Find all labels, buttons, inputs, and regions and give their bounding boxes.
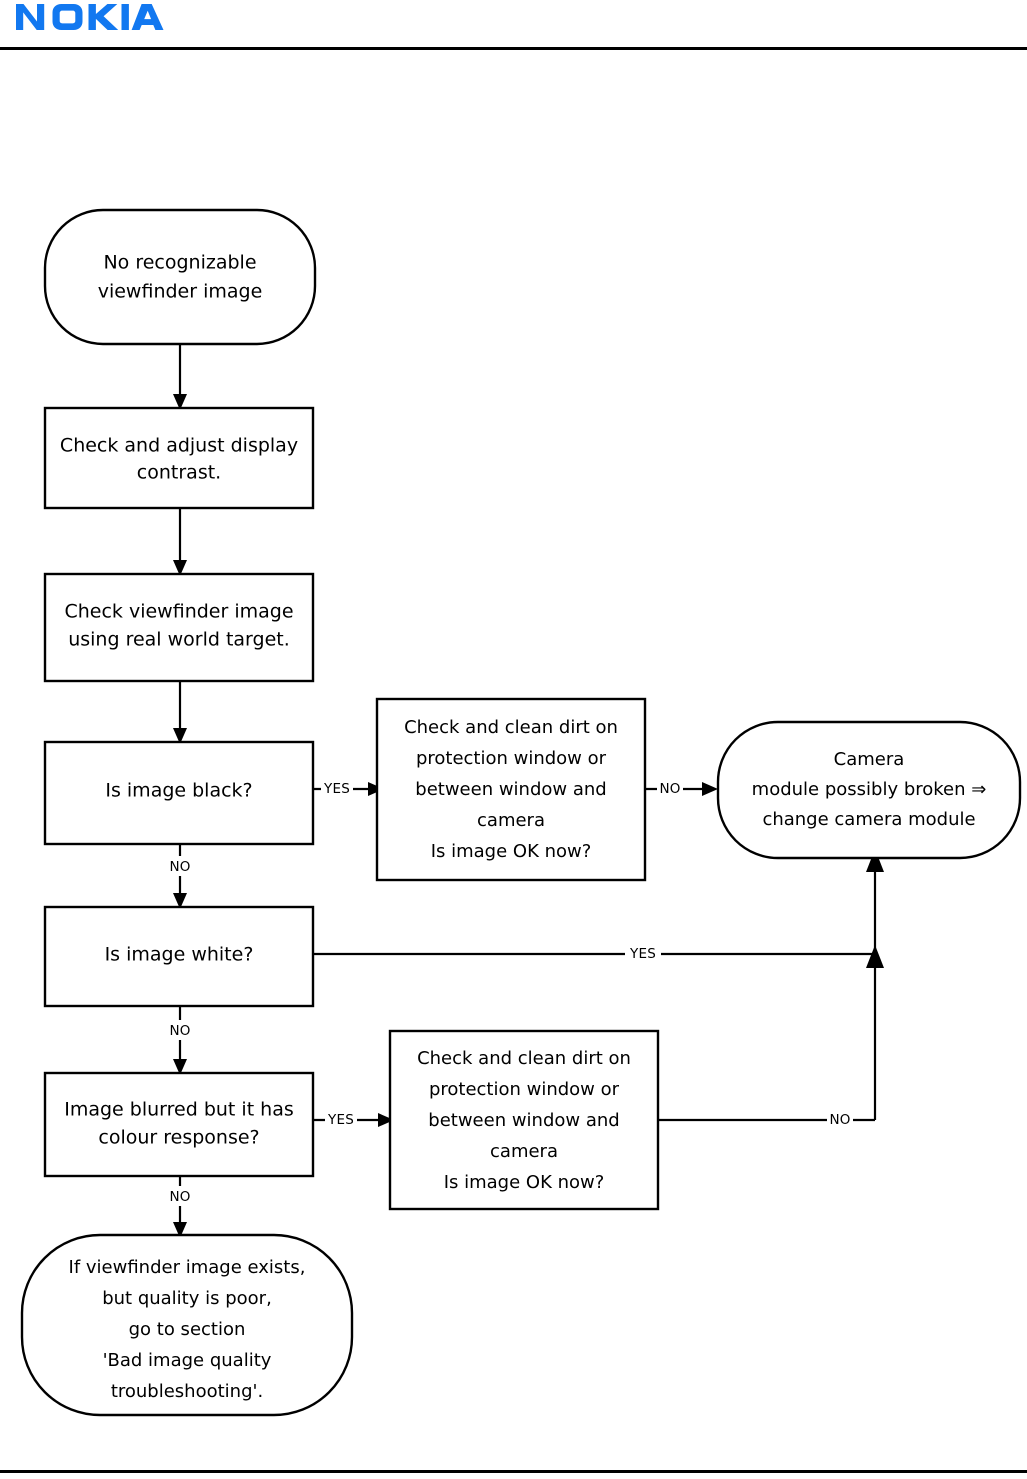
node-camera-module-broken[interactable]: Camera module possibly broken ⇒ change c…	[716, 720, 1022, 860]
node-end-goto-section[interactable]: If viewfinder image exists, but quality …	[20, 1233, 354, 1417]
connector-contrast-to-realworld	[173, 508, 187, 576]
node-check-realworld-line-1: Check viewfinder image	[64, 601, 293, 623]
connector-blurred-no-to-end: NO	[166, 1176, 194, 1238]
node-image-blurred-line-2: colour response?	[98, 1127, 259, 1149]
node-clean-dirt-bottom-line-5: Is image OK now?	[444, 1172, 605, 1193]
connector-realworld-to-black	[173, 681, 187, 744]
node-end-line-3: go to section	[129, 1319, 246, 1340]
connector-black-no-to-white: NO	[166, 844, 194, 909]
edge-label-white-no: NO	[169, 1023, 190, 1039]
node-is-image-black-line-1: Is image black?	[105, 780, 252, 802]
node-end-goto-section-shape	[20, 1233, 354, 1417]
node-clean-dirt-bottom[interactable]: Check and clean dirt on protection windo…	[388, 1029, 660, 1211]
node-clean-dirt-top[interactable]: Check and clean dirt on protection windo…	[375, 697, 647, 882]
flowchart-svg: YES NO NO	[20, 208, 1022, 1417]
node-start-line-2: viewfinder image	[98, 281, 263, 303]
connector-layer: YES NO NO	[166, 344, 884, 1238]
node-clean-dirt-bottom-line-3: between window and	[428, 1110, 619, 1131]
node-check-contrast-shape	[43, 406, 315, 510]
node-camera-module-broken-line-1: Camera	[834, 749, 905, 770]
node-clean-dirt-bottom-line-4: camera	[490, 1141, 558, 1162]
node-start-line-1: No recognizable	[103, 252, 256, 274]
nokia-logo-icon	[16, 4, 164, 31]
node-clean-dirt-top-shape	[375, 697, 647, 882]
node-is-image-white[interactable]: Is image white?	[43, 905, 315, 1008]
node-image-blurred-line-1: Image blurred but it has	[64, 1099, 294, 1121]
connector-start-to-contrast	[173, 344, 187, 410]
node-is-image-white-line-1: Is image white?	[105, 944, 254, 966]
header-divider	[0, 47, 1027, 50]
node-check-realworld[interactable]: Check viewfinder image using real world …	[43, 572, 315, 683]
node-end-line-1: If viewfinder image exists,	[69, 1257, 306, 1278]
edge-label-white-yes: YES	[629, 946, 656, 962]
edge-label-clean-top-no: NO	[659, 781, 680, 797]
node-clean-dirt-top-line-1: Check and clean dirt on	[404, 717, 618, 738]
node-check-realworld-line-2: using real world target.	[68, 629, 290, 651]
page-header	[0, 0, 1027, 56]
edge-label-black-no: NO	[169, 859, 190, 875]
node-camera-module-broken-shape	[716, 720, 1022, 860]
node-check-contrast-line-2: contrast.	[137, 462, 221, 484]
node-clean-dirt-bottom-line-2: protection window or	[429, 1079, 620, 1100]
node-clean-dirt-bottom-line-1: Check and clean dirt on	[417, 1048, 631, 1069]
node-check-realworld-shape	[43, 572, 315, 683]
connector-white-no-to-blurred: NO	[166, 1006, 194, 1075]
node-image-blurred[interactable]: Image blurred but it has colour response…	[43, 1071, 315, 1178]
edge-label-blurred-no: NO	[169, 1189, 190, 1205]
node-camera-module-broken-line-2: module possibly broken ⇒	[752, 779, 987, 800]
node-clean-dirt-bottom-shape	[388, 1029, 660, 1211]
flowchart-container: YES NO NO	[0, 56, 1027, 1466]
node-clean-dirt-top-line-2: protection window or	[416, 748, 607, 769]
node-clean-dirt-top-line-5: Is image OK now?	[431, 841, 592, 862]
node-camera-module-broken-line-3: change camera module	[762, 809, 975, 830]
node-end-line-5: troubleshooting'.	[111, 1381, 263, 1402]
node-is-image-black[interactable]: Is image black?	[43, 740, 315, 846]
node-end-line-4: 'Bad image quality	[103, 1350, 272, 1371]
connector-white-yes-to-broken: YES	[313, 849, 884, 968]
connector-black-yes-to-clean-top: YES	[313, 779, 384, 799]
node-end-line-2: but quality is poor,	[102, 1288, 272, 1309]
edge-label-blurred-yes: YES	[327, 1112, 354, 1128]
footer-divider	[0, 1470, 1027, 1473]
node-start[interactable]: No recognizable viewfinder image	[43, 208, 317, 346]
node-image-blurred-shape	[43, 1071, 315, 1178]
edge-label-clean-bottom-no: NO	[829, 1112, 850, 1128]
edge-label-black-yes: YES	[323, 781, 350, 797]
node-clean-dirt-top-line-3: between window and	[415, 779, 606, 800]
node-is-image-black-shape	[43, 740, 315, 846]
node-check-contrast-line-1: Check and adjust display	[60, 435, 298, 457]
node-clean-dirt-top-line-4: camera	[477, 810, 545, 831]
node-check-contrast[interactable]: Check and adjust display contrast.	[43, 406, 315, 510]
connector-clean-top-no-to-broken: NO	[645, 779, 718, 799]
connector-clean-bottom-no-to-broken: NO	[658, 954, 877, 1130]
node-is-image-white-shape	[43, 905, 315, 1008]
node-start-shape	[43, 208, 317, 346]
connector-blurred-yes-to-clean-bottom: YES	[313, 1110, 394, 1130]
